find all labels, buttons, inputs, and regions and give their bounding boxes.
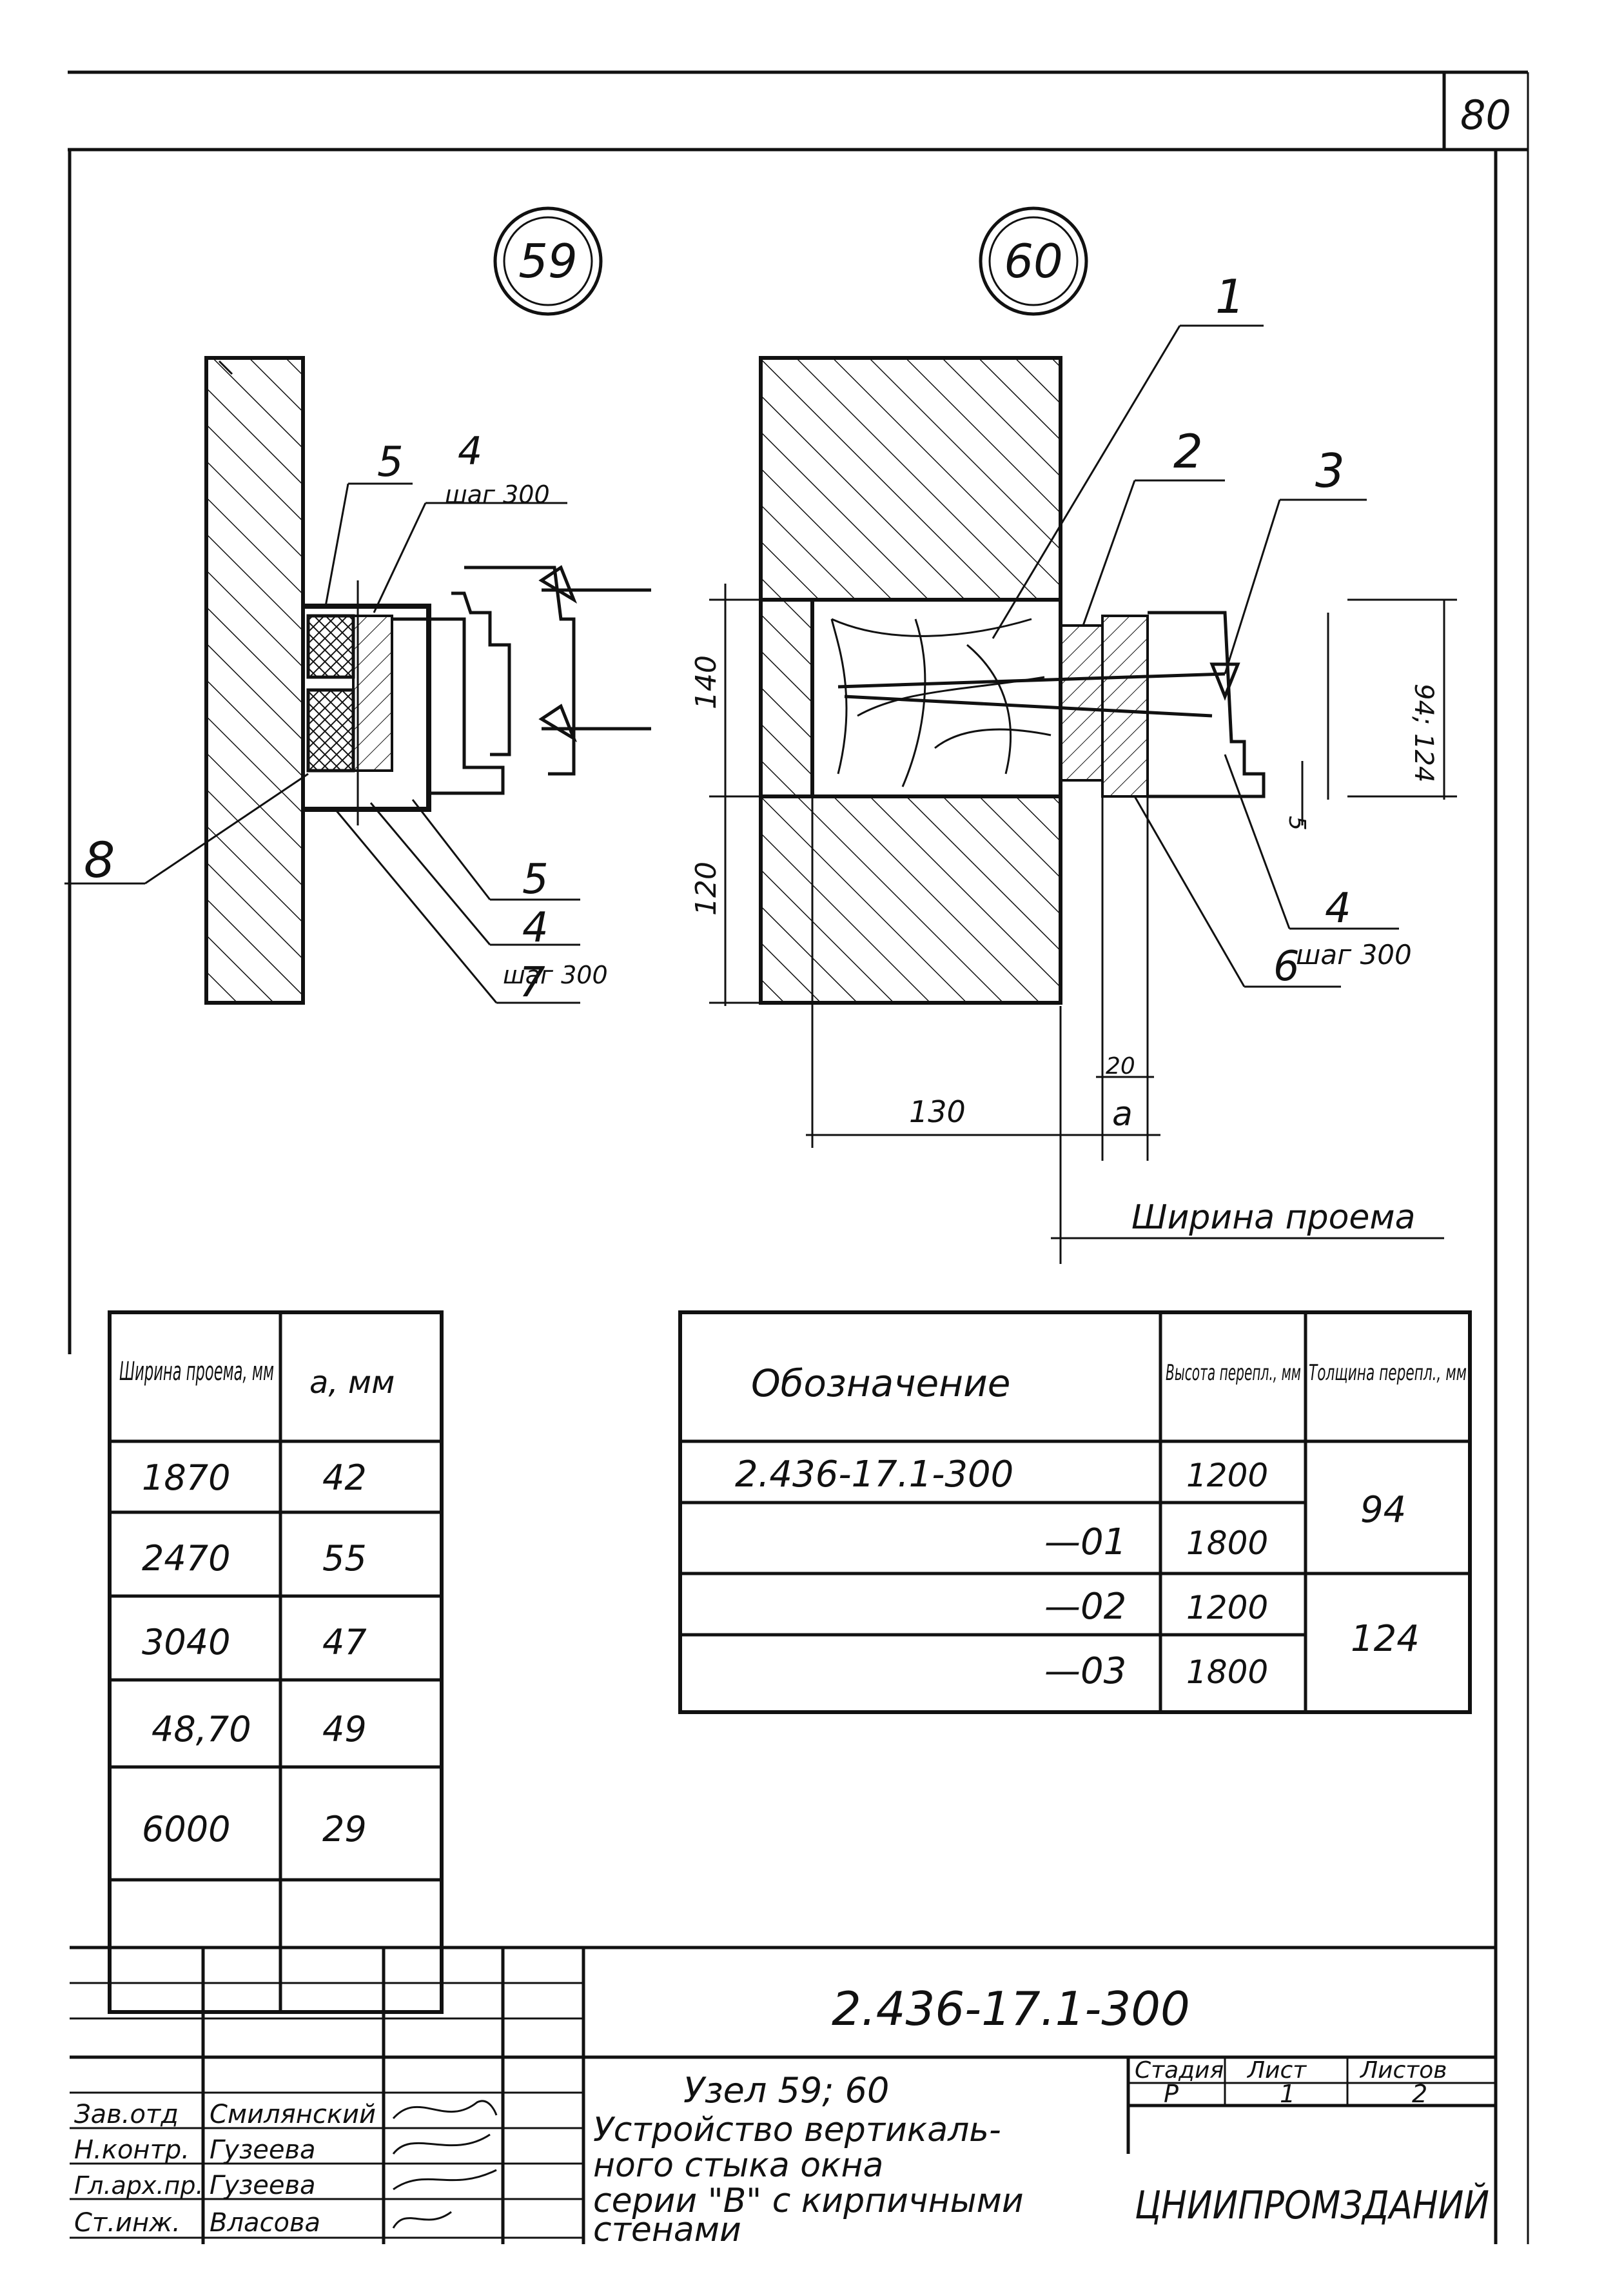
detail-59-leaders: 5 4 шаг 300 8 5 4 шаг 300 7 [64,429,608,1007]
table-b-row-4-designation: —03 [1044,1650,1126,1692]
callout-6: 6 [1273,943,1300,991]
name-1: Смилянский [210,2100,376,2129]
callout-5-top: 5 [377,439,404,486]
table-a-header-a: а, мм [309,1365,395,1401]
table-b-header-height: Высота перепл., мм [1166,1360,1301,1386]
stage-value: Р [1164,2080,1179,2108]
table-a-row-4-width: 48,70 [152,1709,251,1750]
table-a-header-width: Ширина проема, мм [119,1357,274,1386]
dim-94-124: 94; 124 [1409,684,1438,782]
callout-5-bottom: 5 [522,856,549,903]
title-line-3: ного стыка окна [593,2146,883,2185]
detail-60-section [759,356,1266,1005]
title-line-4: серии "В" с кирпичными [593,2182,1024,2220]
title-line-2: Устройство вертикаль- [593,2111,1001,2149]
dim-130: 130 [909,1094,966,1129]
detail-60-dimensions: 140 120 130 a 20 Ширина проема 94; 124 5 [690,584,1457,1264]
table-b-header-designation: Обозначение [751,1361,1010,1405]
designation-table [678,1310,1472,1714]
dim-20: 20 [1106,1053,1135,1080]
table-a-row-1-a: 42 [322,1457,367,1498]
sheets-header: Листов [1359,2057,1447,2084]
table-b-thickness-124: 124 [1351,1618,1420,1660]
name-2: Гузеева [210,2135,316,2165]
role-2: Н.контр. [74,2135,190,2165]
detail-marker-60: 60 [979,206,1088,316]
sheets-value: 2 [1412,2080,1427,2108]
step-label-right: шаг 300 [1296,939,1412,971]
table-b-row-3-designation: —02 [1044,1586,1126,1628]
table-b-row-1-height: 1200 [1186,1457,1268,1494]
table-a-row-5-a: 29 [322,1809,367,1850]
dim-120: 120 [690,862,723,916]
table-b-header-thickness: Толщина перепл., мм [1309,1360,1467,1386]
table-a-row-5-width: 6000 [142,1809,230,1850]
detail-60-leaders: 1 2 3 4 шаг 300 6 [992,270,1412,991]
sheet-number: 80 [1460,92,1511,139]
signatures [392,2100,498,2229]
table-b-row-4-height: 1800 [1186,1653,1268,1691]
table-b-thickness-94: 94 [1360,1489,1406,1531]
callout-3: 3 [1315,444,1345,498]
table-b-row-2-height: 1800 [1186,1524,1268,1562]
table-a-row-3-width: 3040 [142,1622,230,1662]
name-4: Власова [210,2208,320,2238]
callout-4-bottom: 4 [522,904,549,952]
table-a-row-2-width: 2470 [142,1538,230,1579]
detail-59-section [204,356,651,1005]
dim-5: 5 [1284,816,1310,831]
table-b-row-2-designation: —01 [1044,1521,1126,1563]
role-1: Зав.отд [74,2100,179,2129]
title-block [70,1946,1496,2244]
callout-7: 7 [519,959,545,1007]
dim-140: 140 [690,655,723,709]
stage-header: Стадия [1135,2057,1224,2084]
table-b-row-1-designation: 2.436-17.1-300 [735,1454,1013,1495]
sheet-header: Лист [1246,2057,1307,2084]
role-3: Гл.арх.пр. [74,2171,204,2200]
svg-text:60: 60 [1004,234,1063,288]
sheet-frame [68,70,1529,2244]
title-line-5: стенами [593,2211,741,2249]
step-label-top: шаг 300 [445,480,550,509]
callout-2: 2 [1173,424,1203,478]
role-4: Ст.инж. [74,2208,181,2238]
title-line-1: Узел 59; 60 [683,2070,889,2111]
opening-width-table [108,1310,444,2014]
organization-name: ЦНИИПРОМЗДАНИЙ [1135,2182,1489,2228]
callout-8: 8 [84,831,115,889]
table-b-row-3-height: 1200 [1186,1589,1268,1626]
callout-4-right: 4 [1325,885,1351,932]
callout-4-top: 4 [458,429,482,474]
dim-a: a [1112,1095,1133,1134]
callout-1: 1 [1215,270,1245,324]
table-a-row-2-a: 55 [322,1538,367,1579]
name-3: Гузеева [210,2171,316,2200]
table-a-row-3-a: 47 [322,1622,367,1662]
opening-width-label: Ширина проема [1131,1198,1416,1237]
step-label-bottom: шаг 300 [503,961,608,989]
title-block-code: 2.436-17.1-300 [832,1982,1190,2036]
sheet-value: 1 [1280,2080,1295,2108]
table-a-row-4-a: 49 [322,1709,367,1750]
svg-text:59: 59 [518,234,578,288]
table-a-row-1-width: 1870 [142,1457,230,1498]
detail-marker-59: 59 [493,206,603,316]
